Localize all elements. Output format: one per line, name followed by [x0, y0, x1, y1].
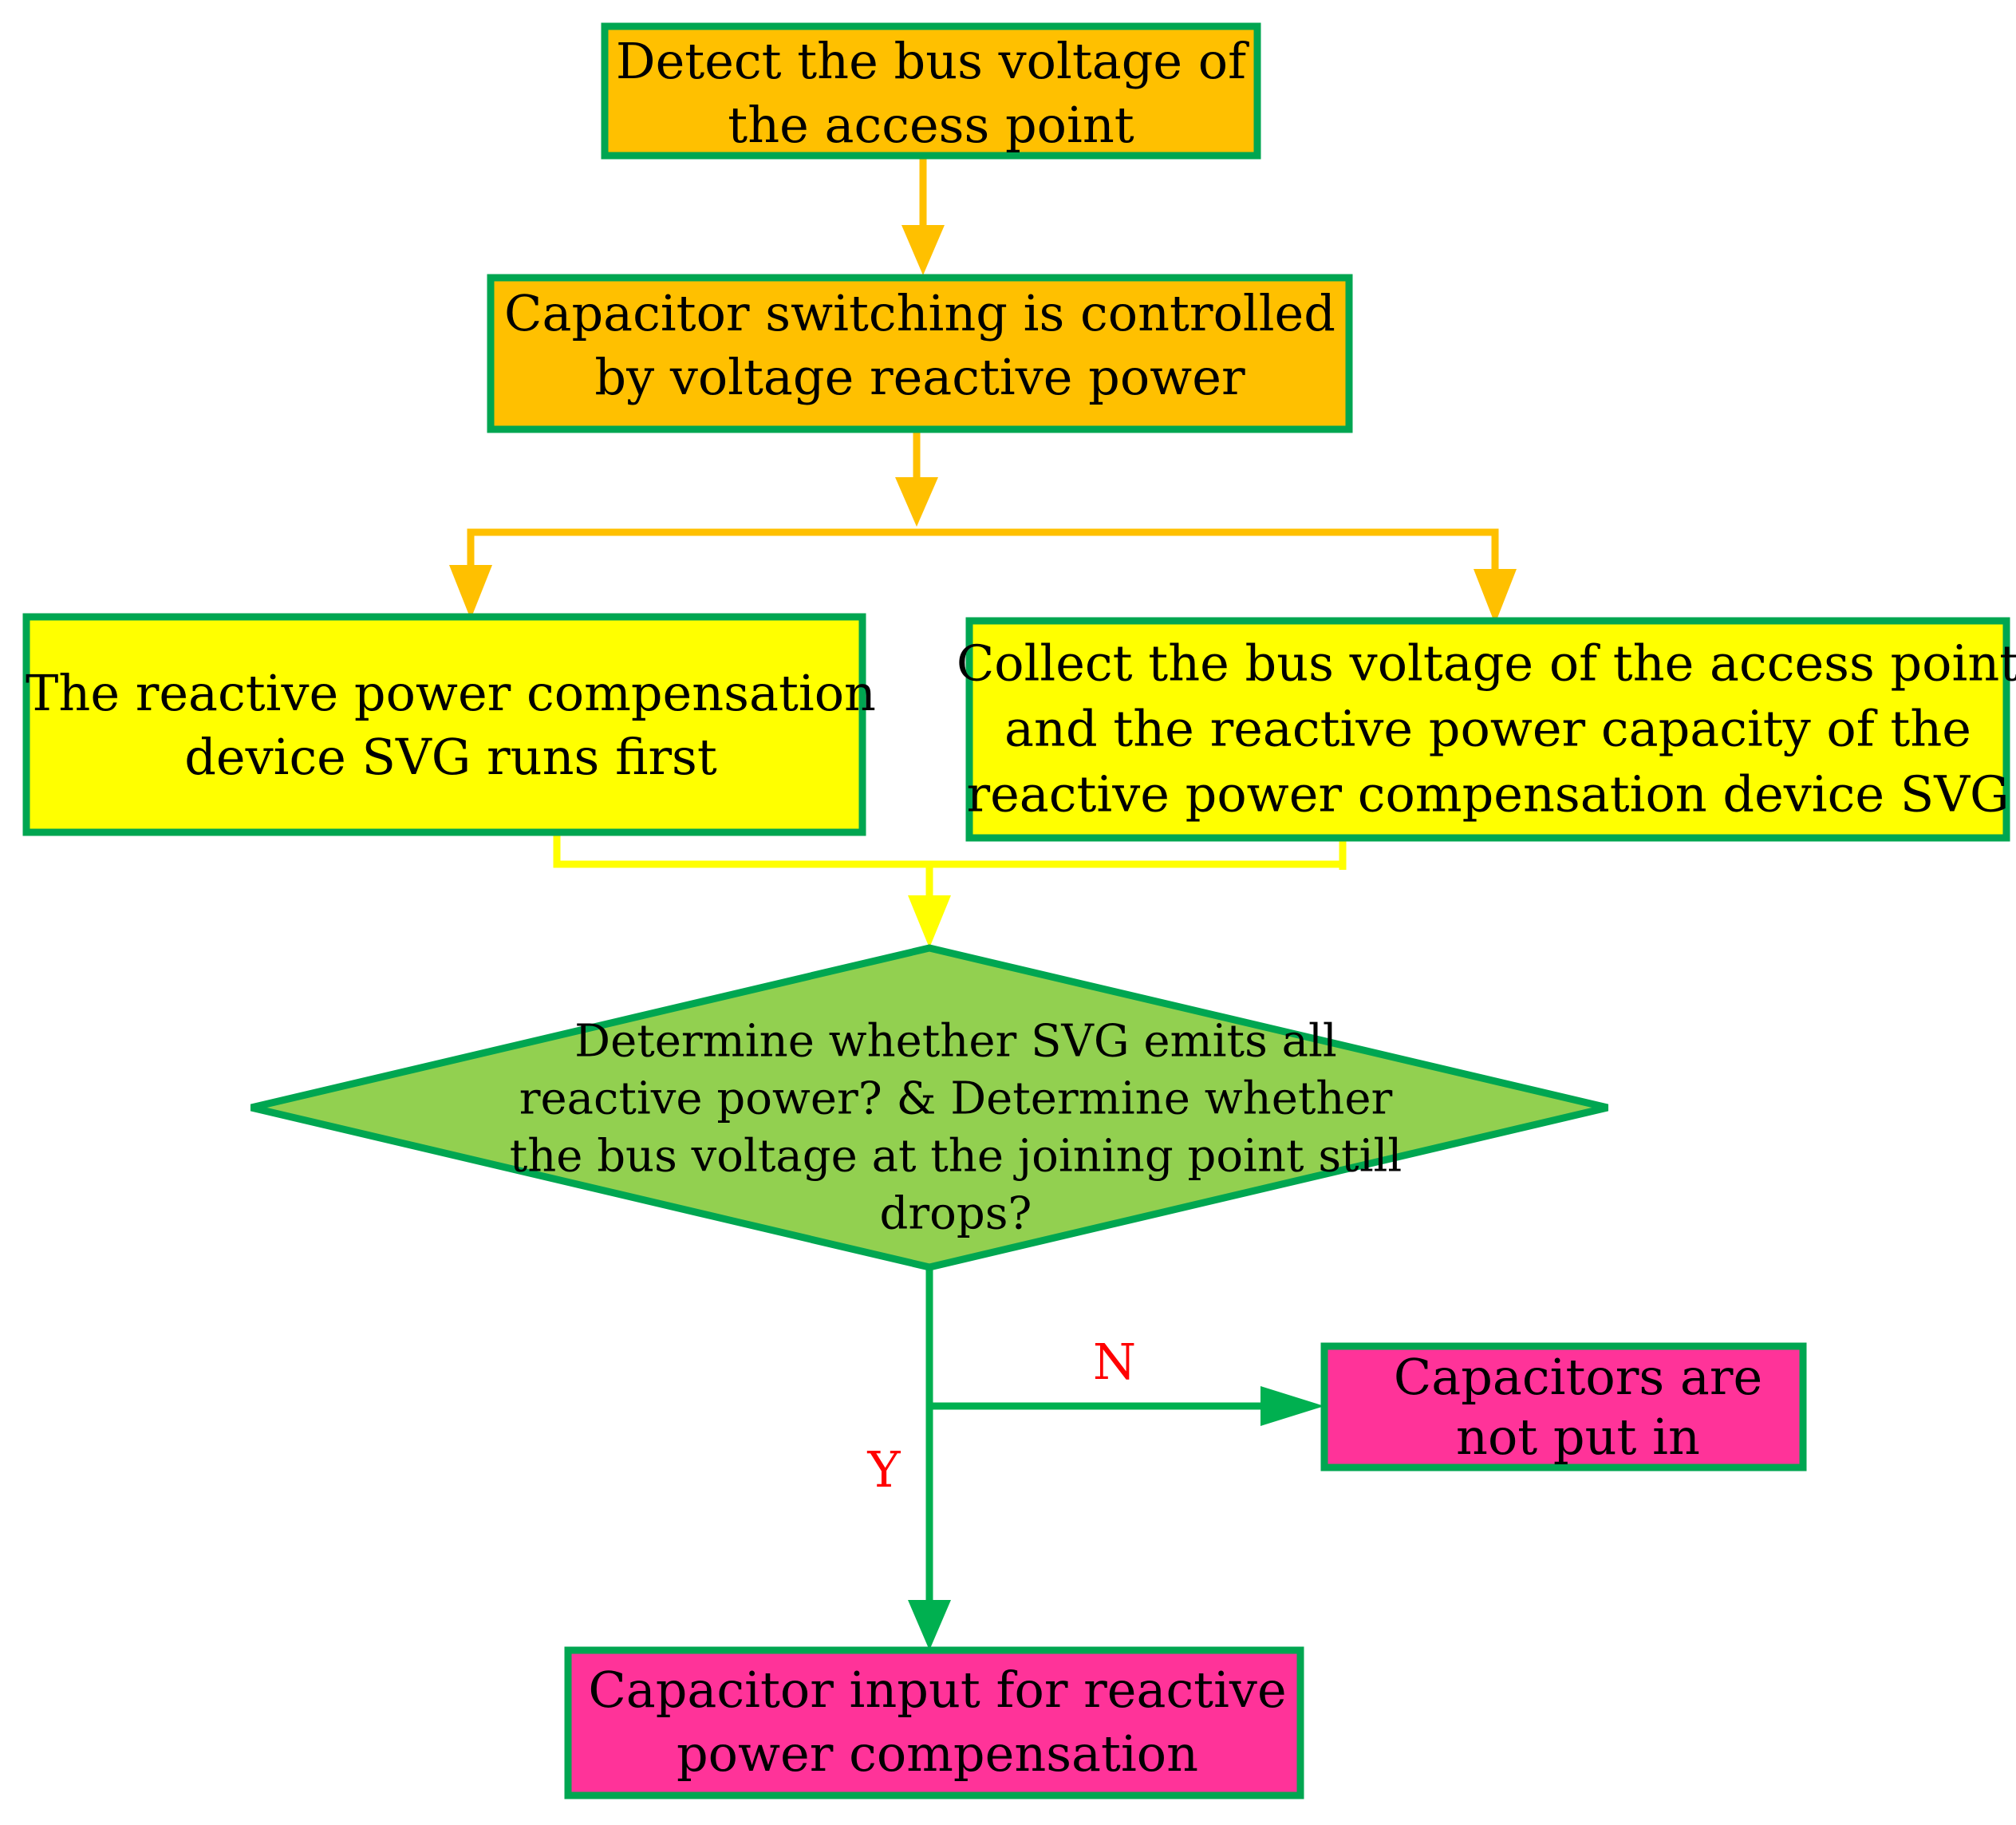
decision-line: the bus voltage at the joining point sti…: [510, 1131, 1403, 1183]
collect-line: Collect the bus voltage of the access po…: [957, 634, 2016, 693]
not-put-in-line: not put in: [1456, 1408, 1700, 1466]
capacitor-switching-box: Capacitor switching is controlled by volt…: [487, 274, 1353, 433]
merge-bar: [553, 830, 1347, 948]
svg-runs-line: device SVG runs first: [184, 728, 717, 786]
decision-outputs: [908, 1267, 1324, 1650]
arrow-to-capacitor-input: [908, 1600, 951, 1650]
svg-runs-box: The reactive power compensation device SV…: [22, 613, 876, 836]
capacitor-input-line: power compensation: [677, 1724, 1198, 1783]
detect-line: Detect the bus voltage of: [616, 32, 1249, 90]
svg-runs-line: The reactive power compensation: [26, 664, 876, 722]
connectors: [449, 158, 1517, 1650]
not-put-in-line: Capacitors are: [1394, 1348, 1762, 1406]
split-bar: [449, 528, 1517, 624]
decision-line: reactive power? & Determine whether: [519, 1073, 1393, 1125]
arrow-to-not-put-in: [1260, 1386, 1324, 1426]
collect-text: Collect the bus voltage of the access po…: [957, 634, 2016, 824]
capacitor-switching-line: Capacitor switching is controlled: [504, 284, 1335, 342]
branch-label-n: N: [1093, 1333, 1136, 1391]
detect-text: Detect the bus voltage of the access poin…: [616, 32, 1249, 154]
decision-line: drops?: [880, 1188, 1032, 1240]
collect-line: and the reactive power capacity of the: [1004, 700, 1971, 758]
collect-line: reactive power compensation device SVG: [966, 765, 2009, 824]
branch-label-y: Y: [867, 1440, 901, 1499]
collect-box: Collect the bus voltage of the access po…: [957, 617, 2016, 842]
capacitor-input-line: Capacitor input for reactive: [588, 1661, 1286, 1719]
arrow-switching-to-split: [895, 433, 938, 527]
detect-line: the access point: [728, 96, 1134, 154]
capacitor-switching-line: by voltage reactive power: [594, 348, 1245, 406]
decision-line: Determine whether SVG emits all: [574, 1016, 1337, 1068]
detect-box: Detect the bus voltage of the access poin…: [601, 22, 1261, 160]
arrow-detect-to-switching: [901, 158, 945, 275]
svg-runs-text: The reactive power compensation device SV…: [26, 664, 876, 786]
capacitor-switching-text: Capacitor switching is controlled by volt…: [504, 284, 1335, 406]
